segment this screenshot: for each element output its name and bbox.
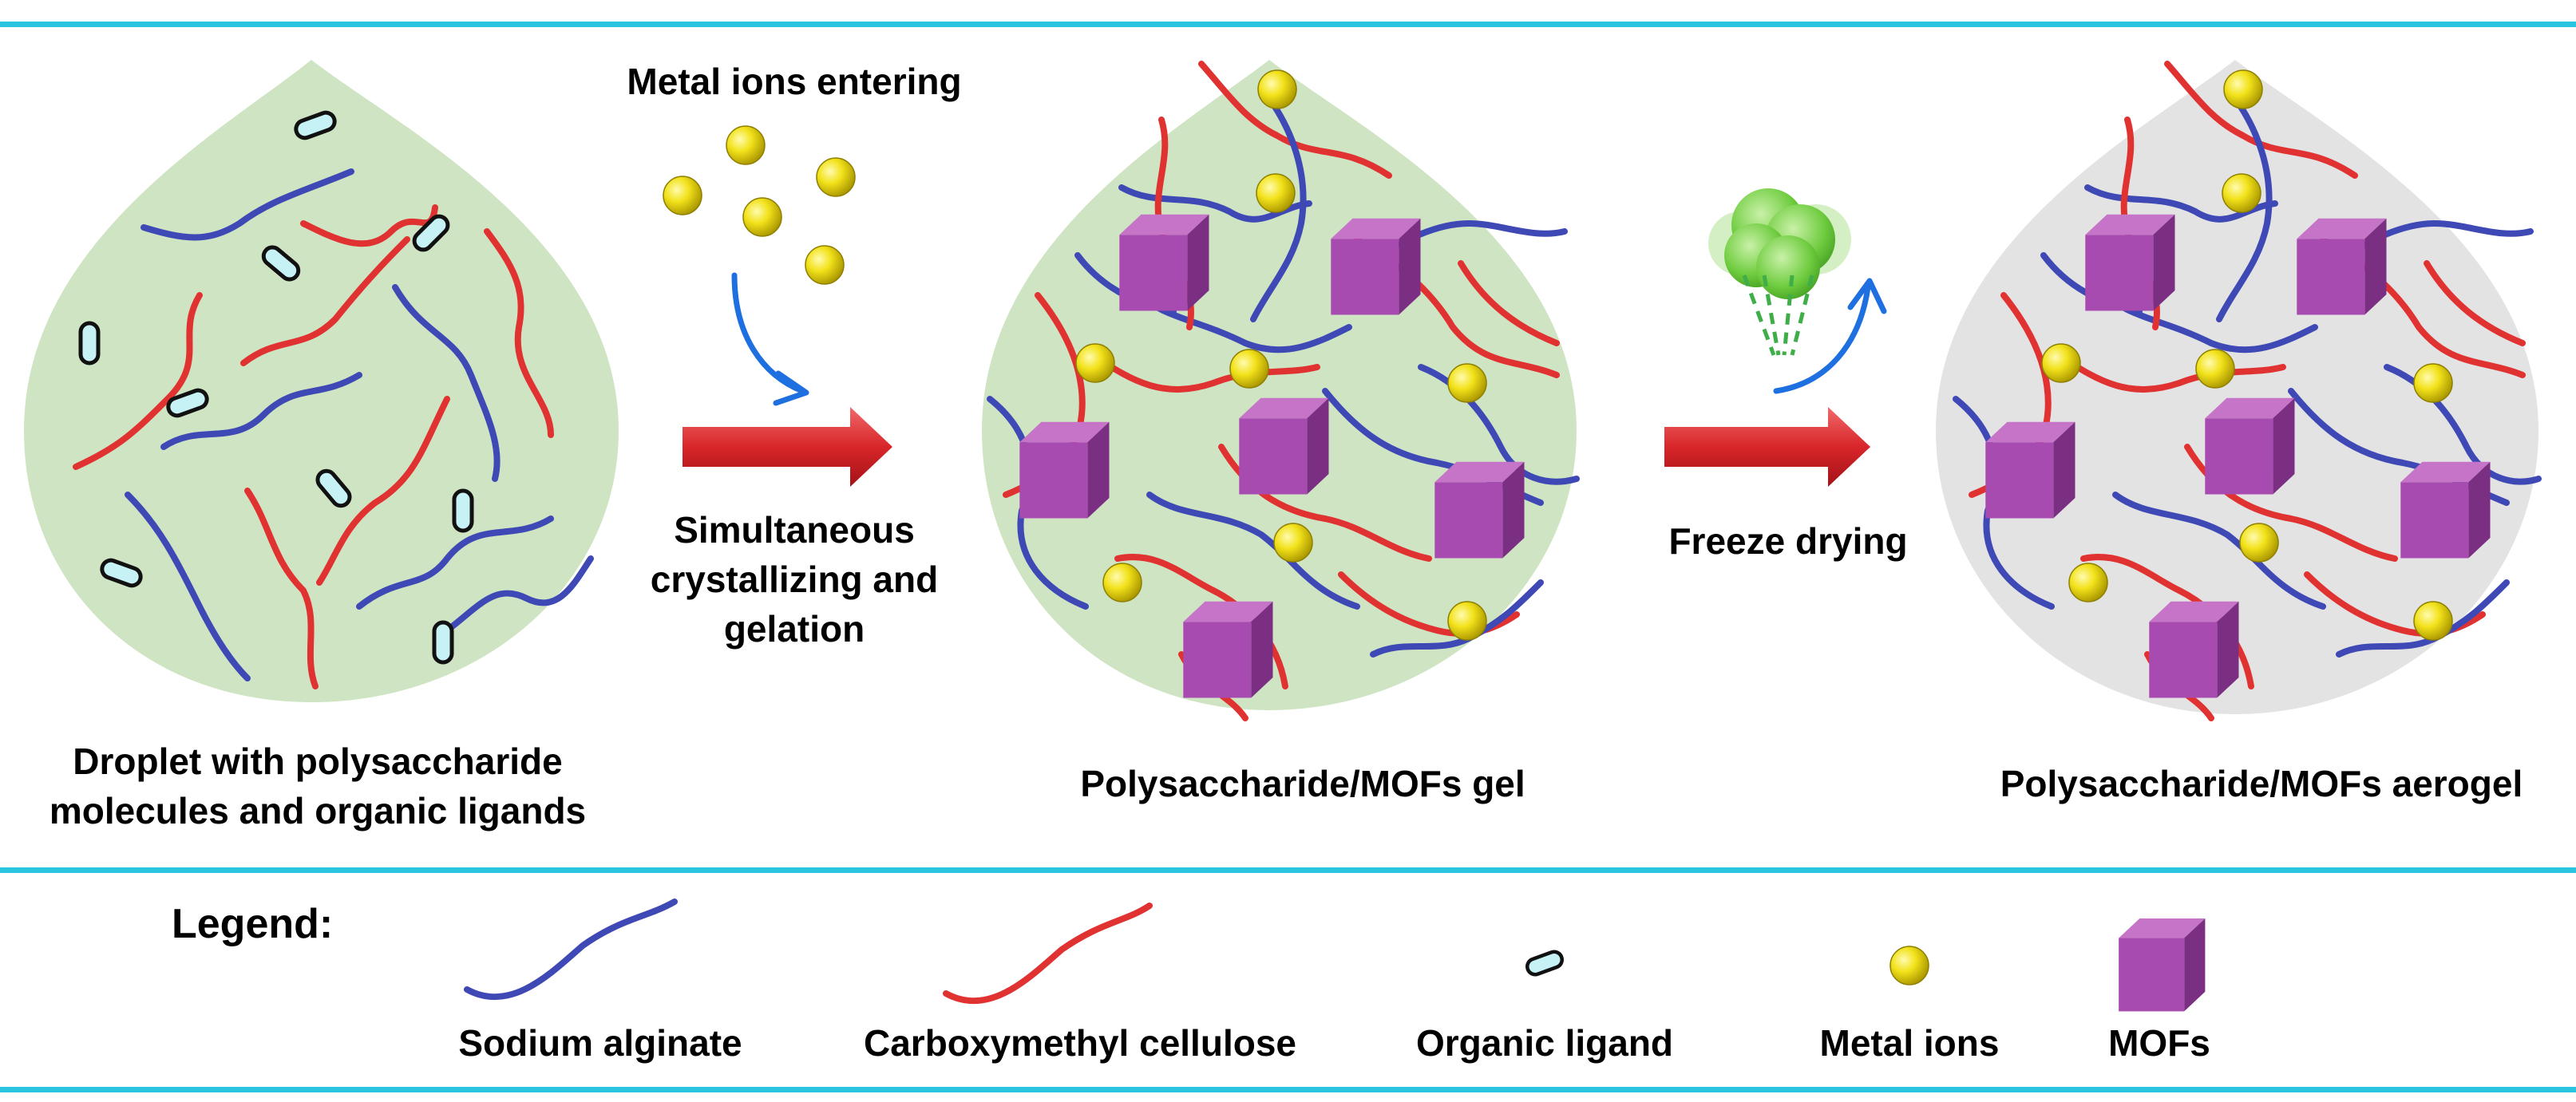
metal-ions-entering-label: Metal ions entering (627, 61, 961, 102)
process-1-line-2: crystallizing and (651, 559, 938, 600)
mof-cube-icon (2119, 918, 2206, 1012)
process-arrow-1-icon (683, 407, 892, 487)
blue-chain-icon (464, 899, 678, 1001)
ligand-capsule-icon (1525, 950, 1564, 977)
gel-caption: Polysaccharide/MOFs gel (1080, 763, 1525, 804)
process-1-label: Simultaneous crystallizing and gelation (651, 509, 938, 650)
legend-item-organic-ligand: Organic ligand (1416, 1022, 1673, 1064)
middle-rule (0, 867, 2576, 873)
vapor-dashes-icon (1742, 275, 1814, 356)
legend-item-sodium-alginate: Sodium alginate (458, 1022, 742, 1064)
aerogel-caption: Polysaccharide/MOFs aerogel (2000, 763, 2523, 804)
entering-metal-ion-spheres (663, 125, 856, 285)
panel-captions: Droplet with polysaccharide molecules an… (49, 741, 2523, 831)
aerogel-panel (1936, 60, 2542, 721)
legend-title: Legend: (172, 901, 333, 947)
process-arrow-2-icon (1664, 407, 1870, 487)
droplet-panel (24, 60, 619, 702)
separator-rules (0, 22, 2576, 1092)
legend: Legend: Sodium alginate Carboxymethyl ce… (172, 899, 2210, 1064)
droplet-caption-line-2: molecules and organic ligands (49, 790, 586, 831)
legend-item-mofs: MOFs (2108, 1022, 2210, 1064)
aerogel-droplet-shape (1936, 60, 2538, 714)
legend-item-carboxymethyl-cellulose: Carboxymethyl cellulose (864, 1022, 1296, 1064)
process-2-label: Freeze drying (1668, 520, 1907, 562)
process-1-line-1: Simultaneous (674, 509, 915, 551)
red-chain-icon (943, 903, 1153, 1005)
curved-arrow-down-icon (731, 272, 805, 394)
cloud-icon (1708, 188, 1851, 299)
droplet-caption-line-1: Droplet with polysaccharide (73, 741, 562, 782)
gel-droplet-shape (982, 60, 1577, 710)
legend-item-metal-ions: Metal ions (1820, 1022, 2000, 1064)
freeze-drying-group (1708, 188, 1887, 394)
process-1-line-3: gelation (724, 608, 865, 650)
droplet-polymer-chains (73, 168, 594, 689)
curved-arrow-up-head (1847, 278, 1887, 314)
bottom-rule (0, 1087, 2576, 1092)
top-rule (0, 22, 2576, 27)
curved-arrow-down-head (773, 370, 809, 406)
curved-arrow-up-icon (1773, 284, 1871, 394)
metal-ion-sphere-icon (1889, 946, 1929, 985)
metal-ions-entering-group: Metal ions entering (627, 61, 962, 406)
gel-panel (982, 60, 1580, 721)
